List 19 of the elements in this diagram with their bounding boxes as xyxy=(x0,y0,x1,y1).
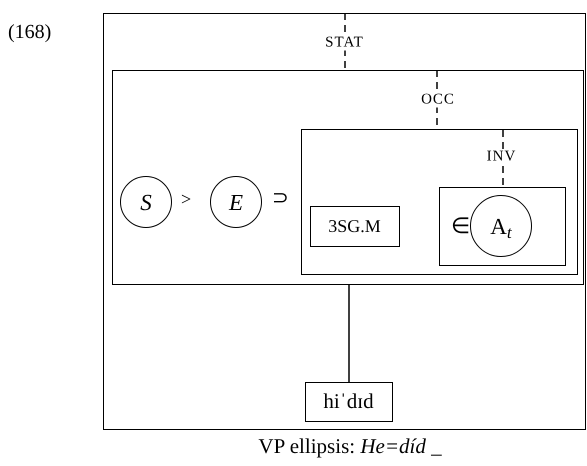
precedence-symbol: > xyxy=(181,190,192,208)
node-text: S xyxy=(140,190,152,214)
frame-box xyxy=(112,70,584,284)
node-text: A$_{t}$ xyxy=(490,214,512,238)
node-text: 3SG.M xyxy=(328,217,381,235)
text-box xyxy=(304,382,392,422)
text-box xyxy=(310,206,400,246)
superset-symbol: ⊃ xyxy=(272,188,289,208)
node-text: E xyxy=(228,190,244,214)
frame-box xyxy=(301,129,578,275)
node-text: hiˈdɪd xyxy=(323,391,374,412)
node-label: OCC xyxy=(420,92,456,108)
node-label: STAT xyxy=(324,35,365,50)
caption: VP ellipsis: He=díd _ xyxy=(257,436,443,457)
frame-box xyxy=(103,13,586,430)
node-label: INV xyxy=(486,149,518,164)
frame-box xyxy=(438,186,566,266)
example-number: (168) xyxy=(8,22,52,42)
connector-line xyxy=(348,285,350,382)
